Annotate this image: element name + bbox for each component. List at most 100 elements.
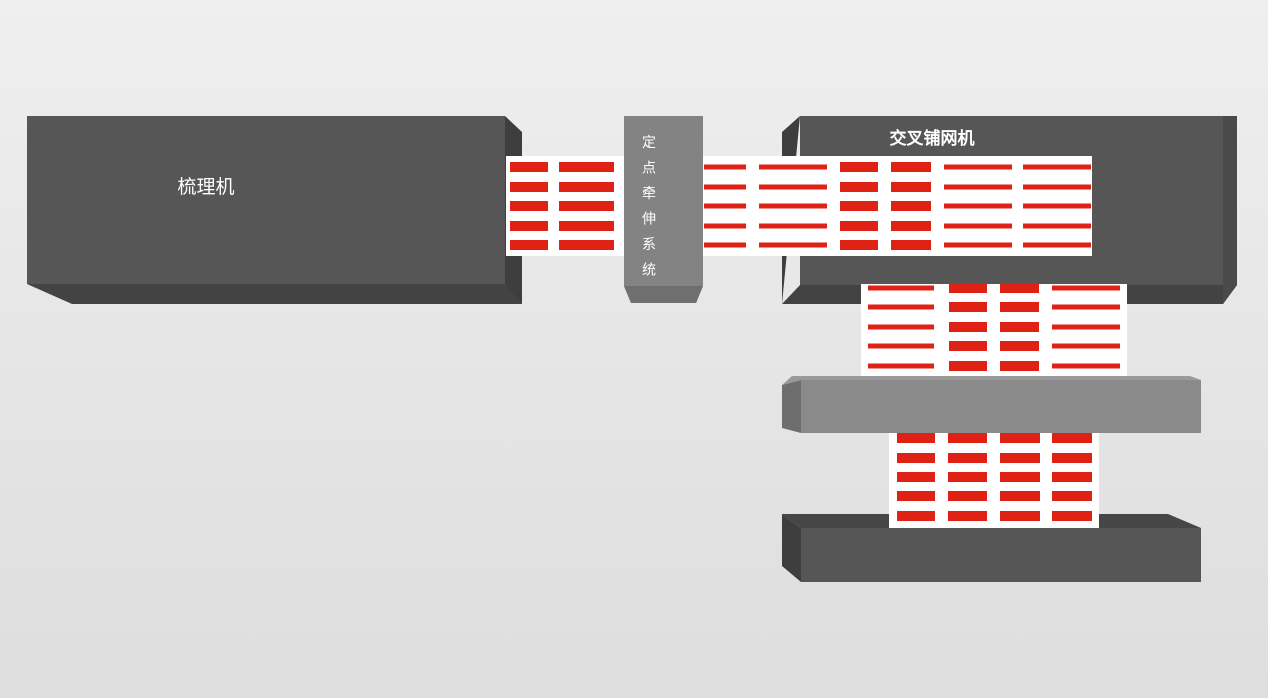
middle-conveyor-side [782,380,801,433]
fiber-stripe [948,472,987,482]
fiber-stripe [891,162,931,172]
fiber-stripes-carding-output [510,162,614,250]
fiber-stripe [944,203,1012,209]
carding-machine-front [27,116,505,284]
fiber-stripe [949,283,987,293]
fiber-stripe [1052,472,1092,482]
fiber-stripe [510,221,548,231]
fiber-stripe [1052,343,1120,349]
fiber-stripe [704,242,746,248]
middle-conveyor [782,376,1201,433]
drafting-system-char: 点 [642,161,656,177]
fiber-stripes-lower [897,433,1092,521]
fiber-stripe [944,223,1012,229]
drafting-system-body [624,116,703,303]
fiber-stripe [891,182,931,192]
fiber-stripe [948,511,987,521]
fiber-stripe [704,184,746,190]
drafting-system-char: 伸 [642,212,656,228]
fiber-stripe [1052,453,1092,463]
fiber-stripe [891,240,931,250]
fiber-stripe [1052,491,1092,501]
fiber-stripe [868,363,934,369]
fiber-stripe [1000,341,1039,351]
carding-machine-label: 梳理机 [177,176,234,198]
fiber-stripe [1000,302,1039,312]
cross-lapper-side [1223,116,1237,304]
middle-conveyor-top [782,376,1201,385]
fiber-stripe [944,164,1012,170]
fiber-stripe [759,203,827,209]
fiber-stripe [1000,453,1040,463]
fiber-stripe [948,491,987,501]
fiber-stripe [1023,203,1091,209]
fiber-stripe [759,223,827,229]
fiber-stripe [897,511,935,521]
fiber-stripe [840,240,878,250]
drafting-system-char: 统 [642,263,656,279]
fiber-stripe [868,343,934,349]
fiber-stripe [510,182,548,192]
cross-lapper-label: 交叉铺网机 [890,128,975,149]
drafting-system-char: 牵 [642,186,656,202]
fiber-stripe [840,201,878,211]
fiber-stripe [759,242,827,248]
fiber-stripes-lapper-output [868,283,1120,371]
drafting-system-char: 系 [642,237,656,253]
fiber-stripe [840,182,878,192]
fiber-stripe [897,433,935,443]
fiber-stripe [1000,283,1039,293]
fiber-stripe [944,242,1012,248]
fiber-stripe [704,164,746,170]
fiber-stripe [1023,223,1091,229]
fiber-stripe [1000,491,1040,501]
fiber-stripe [897,453,935,463]
fiber-stripe [891,221,931,231]
fiber-stripe [510,162,548,172]
fiber-stripe [559,221,614,231]
fiber-stripe [559,162,614,172]
fiber-stripe [759,184,827,190]
bottom-conveyor-side [782,514,801,582]
fiber-stripe [868,324,934,330]
fiber-stripe [510,201,548,211]
drafting-system-bottom [624,286,703,303]
fiber-stripe [1052,433,1092,443]
fiber-stripe [1052,285,1120,291]
fiber-stripe [948,433,987,443]
bottom-conveyor [782,514,1201,582]
fiber-stripe [559,201,614,211]
drafting-system-char: 定 [642,135,656,151]
fiber-stripe [759,164,827,170]
carding-machine: 梳理机 [27,116,522,304]
fiber-stripe [1023,184,1091,190]
bottom-conveyor-front [801,528,1201,582]
fiber-stripe [868,304,934,310]
fiber-stripe [949,302,987,312]
fiber-stripe [559,182,614,192]
bottom-conveyor-top [782,514,889,528]
fiber-stripe [897,472,935,482]
fiber-stripe [840,221,878,231]
fiber-stripe [944,184,1012,190]
bottom-conveyor-top-right [1099,514,1201,528]
fiber-stripe [1023,242,1091,248]
fiber-stripe [1023,164,1091,170]
fiber-stripe [510,240,548,250]
fiber-stripe [559,240,614,250]
carding-machine-bottom [27,284,522,304]
middle-conveyor-front [801,380,1201,433]
fiber-stripes-lapper-input [704,162,1091,250]
fiber-stripe [949,361,987,371]
fiber-stripe [949,341,987,351]
fiber-stripe [1000,472,1040,482]
fiber-web-lapper-output [861,284,1127,379]
fiber-stripe [1052,304,1120,310]
fiber-stripe [1000,511,1040,521]
fiber-stripe [1052,363,1120,369]
fiber-stripe [1000,361,1039,371]
fiber-stripe [840,162,878,172]
